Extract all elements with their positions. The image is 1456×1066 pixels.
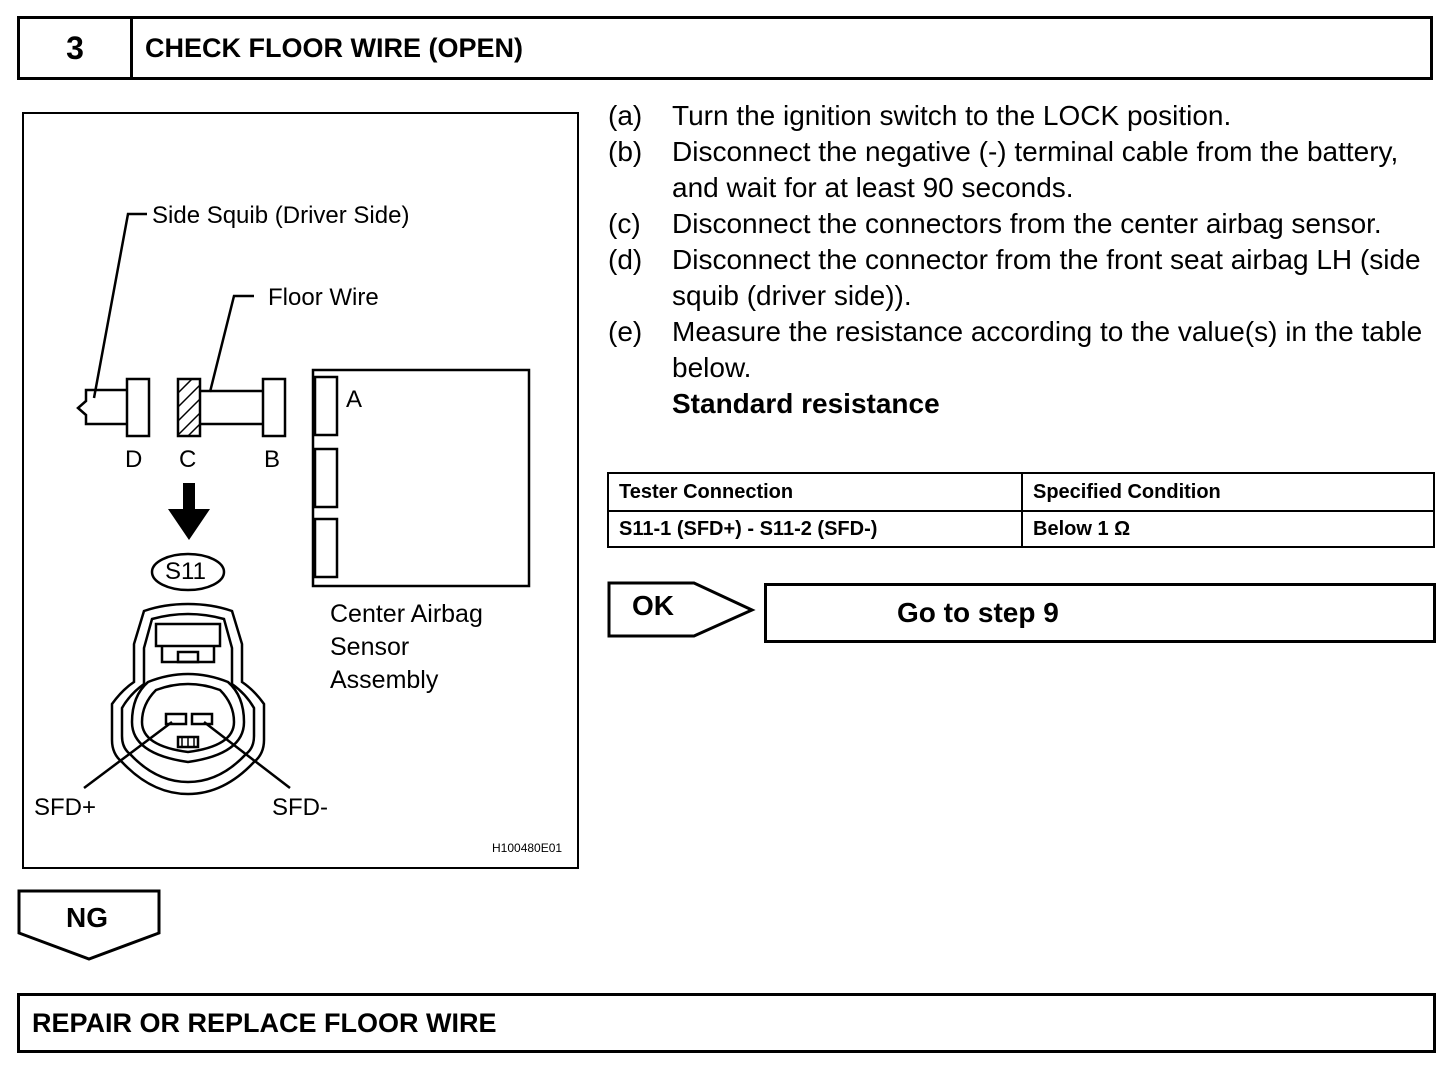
- s11-badge: [150, 552, 226, 592]
- procedure-step: (b) Disconnect the negative (-) terminal…: [608, 136, 1399, 203]
- connector-d: [125, 377, 151, 438]
- connector-a-label: A: [346, 386, 363, 413]
- sfd-minus-label: SFD-: [272, 794, 328, 821]
- terminal-1: [164, 712, 188, 726]
- s11-label: S11: [165, 558, 206, 585]
- figure-code: H100480E01: [492, 841, 563, 855]
- connector-face-inner: [120, 612, 256, 784]
- center-airbag-sensor: [311, 368, 531, 588]
- sfd-plus-leader: [83, 721, 173, 789]
- table-header-row: Tester Connection Specified Condition: [607, 472, 1435, 512]
- sfd-minus-leader: [203, 721, 291, 789]
- terminal-2: [190, 712, 214, 726]
- repair-action-box: REPAIR OR REPLACE FLOOR WIRE: [17, 993, 1436, 1053]
- wiring-illustration: Side Squib (Driver Side) Floor Wire D C …: [22, 112, 579, 869]
- sensor-port-a: [313, 375, 339, 437]
- procedure-step: (e) Measure the resistance according to …: [608, 316, 1423, 383]
- ng-label: NG: [66, 902, 108, 933]
- step-title: CHECK FLOOR WIRE (OPEN): [145, 32, 523, 63]
- floor-wire-label: Floor Wire: [268, 284, 379, 311]
- go-to-step-box: Go to step 9: [764, 583, 1436, 643]
- sfd-plus-label: SFD+: [34, 794, 97, 821]
- side-squib-plug: [76, 388, 148, 426]
- sensor-port-3: [313, 517, 339, 579]
- center-airbag-sensor-label: Center Airbag Sensor Assembly: [330, 600, 483, 694]
- ok-arrow-icon: [607, 581, 756, 638]
- floor-wire-leader: [208, 294, 254, 393]
- connector-cavity-inner: [140, 682, 236, 754]
- spec-table: Tester Connection Specified Condition S1…: [607, 472, 1435, 548]
- table-cell: S11-1 (SFD+) - S11-2 (SFD-): [607, 510, 1023, 548]
- down-arrow-icon: [168, 483, 210, 540]
- connector-diagram: [76, 212, 531, 796]
- procedure-step: (a) Turn the ignition switch to the LOCK…: [608, 100, 1232, 131]
- procedure-step: (d) Disconnect the connector from the fr…: [608, 244, 1421, 311]
- step-number: 3: [20, 19, 133, 77]
- connector-d-label: D: [125, 446, 143, 473]
- table-cell: Below 1 Ω: [1021, 510, 1435, 548]
- ng-arrow-icon: [17, 889, 161, 961]
- side-squib-label: Side Squib (Driver Side): [152, 202, 410, 229]
- procedure-step: (c) Disconnect the connectors from the c…: [608, 208, 1382, 239]
- table-row: S11-1 (SFD+) - S11-2 (SFD-) Below 1 Ω: [607, 510, 1435, 548]
- connector-b: [261, 377, 287, 438]
- side-squib-leader: [92, 212, 147, 399]
- table-header-cell: Specified Condition: [1021, 472, 1435, 512]
- connector-b-label: B: [264, 446, 281, 473]
- table-header-cell: Tester Connection: [607, 472, 1023, 512]
- standard-resistance-title: Standard resistance: [672, 388, 940, 419]
- connector-lock-tab: [154, 622, 222, 648]
- ok-label: OK: [632, 590, 674, 621]
- sensor-port-2: [313, 447, 339, 509]
- connector-cavity-outer: [130, 672, 246, 764]
- connector-c-label: C: [179, 446, 197, 473]
- connector-face-outer: [110, 602, 266, 796]
- procedure-steps: (a) Turn the ignition switch to the LOCK…: [608, 98, 1438, 422]
- step-header: 3 CHECK FLOOR WIRE (OPEN): [17, 16, 1433, 80]
